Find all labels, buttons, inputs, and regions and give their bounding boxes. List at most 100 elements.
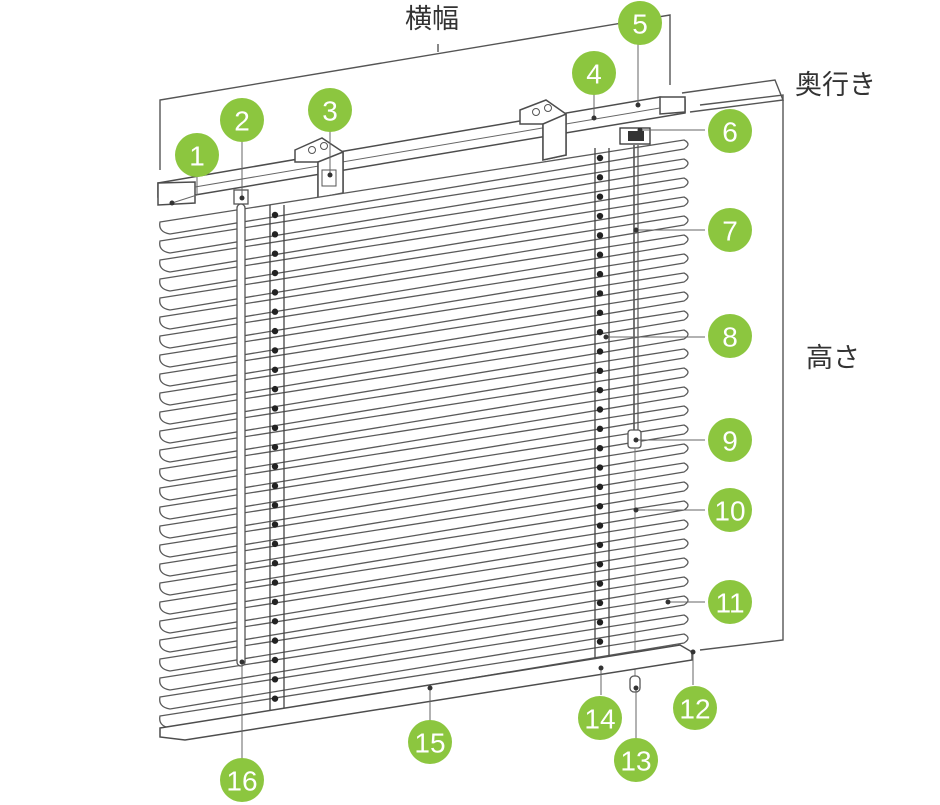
height-dimension-line bbox=[699, 94, 784, 651]
ladder-rung bbox=[271, 231, 279, 238]
ladder-rung bbox=[596, 290, 604, 297]
slat bbox=[159, 443, 689, 539]
callout-10-number: 10 bbox=[714, 496, 745, 527]
slat bbox=[159, 291, 689, 387]
slat bbox=[159, 139, 689, 235]
ladder-rung bbox=[596, 212, 604, 220]
ladder-rung bbox=[271, 676, 279, 683]
ladder-rung bbox=[596, 464, 604, 471]
ladder-rung bbox=[596, 444, 604, 452]
ladder-cord-right bbox=[594, 148, 610, 665]
callout-11-number: 11 bbox=[715, 588, 744, 619]
callout-16-number: 16 bbox=[226, 766, 257, 797]
ladder-cords bbox=[269, 148, 610, 722]
ladder-rung bbox=[596, 309, 604, 316]
callout-14: 14 bbox=[578, 696, 622, 740]
slat bbox=[159, 234, 689, 330]
callout-16: 16 bbox=[220, 758, 264, 802]
ladder-rung bbox=[596, 174, 604, 181]
callout-6-number: 6 bbox=[722, 117, 738, 148]
callout-9-number: 9 bbox=[722, 426, 738, 457]
height-label: 高さ bbox=[806, 343, 860, 374]
ladder-rung bbox=[271, 327, 279, 335]
callout-6: 6 bbox=[708, 109, 752, 153]
ladder-rung bbox=[271, 521, 279, 528]
ladder-rung bbox=[271, 347, 279, 354]
slat bbox=[159, 595, 689, 691]
ladder-rung bbox=[271, 405, 279, 412]
slat bbox=[159, 519, 689, 615]
ladder-rung bbox=[271, 579, 279, 586]
ladder-rung bbox=[271, 598, 279, 606]
ladder-rung bbox=[596, 270, 604, 278]
ladder-rung bbox=[271, 269, 279, 277]
ladder-rung bbox=[596, 619, 604, 626]
slat bbox=[159, 614, 689, 710]
ladder-rung bbox=[596, 232, 604, 239]
slat bbox=[159, 424, 689, 520]
ladder-rung bbox=[271, 560, 279, 567]
slat bbox=[159, 633, 689, 729]
callout-4: 4 bbox=[572, 51, 616, 95]
ladder-rung bbox=[596, 599, 604, 607]
ladder-rung bbox=[596, 406, 604, 413]
depth-label: 奥行き bbox=[795, 70, 876, 101]
slat bbox=[159, 215, 689, 311]
ladder-rung bbox=[596, 154, 604, 162]
slat bbox=[159, 481, 689, 577]
ladder-cord-left bbox=[269, 205, 285, 722]
callout-15-number: 15 bbox=[414, 728, 445, 759]
ladder-rung bbox=[596, 580, 604, 587]
callout-5-number: 5 bbox=[632, 9, 648, 40]
callout-10: 10 bbox=[708, 488, 752, 532]
ladder-rung bbox=[596, 638, 604, 645]
ladder-rung bbox=[596, 503, 604, 510]
callout-8: 8 bbox=[708, 314, 752, 358]
ladder-rung bbox=[271, 695, 279, 702]
slat bbox=[159, 576, 689, 672]
slat bbox=[159, 272, 689, 368]
lift-cord-assembly bbox=[619, 127, 651, 693]
callout-14-number: 14 bbox=[584, 704, 615, 735]
slat bbox=[159, 253, 689, 349]
mounting-bracket-right bbox=[519, 99, 567, 161]
callout-12: 12 bbox=[673, 686, 717, 730]
callout-5: 5 bbox=[618, 1, 662, 45]
ladder-rung bbox=[271, 385, 279, 393]
callout-13: 13 bbox=[614, 738, 658, 782]
slat bbox=[159, 386, 689, 482]
ladder-rung bbox=[596, 541, 604, 549]
width-dimension-bracket bbox=[159, 14, 671, 170]
slat bbox=[159, 310, 689, 406]
ladder-rung bbox=[271, 637, 279, 644]
callout-7: 7 bbox=[708, 208, 752, 252]
callout-2-number: 2 bbox=[234, 106, 250, 137]
slat bbox=[159, 329, 689, 425]
ladder-rung bbox=[271, 618, 279, 625]
slat bbox=[159, 462, 689, 558]
width-label: 横幅 bbox=[405, 4, 459, 35]
ladder-rung bbox=[271, 540, 279, 548]
callout-9: 9 bbox=[708, 418, 752, 462]
slat bbox=[159, 557, 689, 653]
ladder-rung bbox=[596, 483, 604, 491]
callout-7-number: 7 bbox=[722, 216, 738, 247]
ladder-rung bbox=[596, 367, 604, 375]
callout-3-number: 3 bbox=[322, 96, 338, 127]
slat bbox=[159, 177, 689, 273]
ladder-rung bbox=[271, 308, 279, 315]
slat bbox=[159, 538, 689, 634]
callout-badges: 1 2 3 4 5 6 7 8 9 10 11 12 13 14 15 16 bbox=[175, 1, 752, 802]
ladder-rung bbox=[596, 561, 604, 568]
callout-8-number: 8 bbox=[722, 322, 738, 353]
ladder-rung bbox=[271, 211, 279, 219]
ladder-rung bbox=[271, 501, 279, 509]
callout-1: 1 bbox=[175, 133, 219, 177]
slat bbox=[159, 367, 689, 463]
callout-12-number: 12 bbox=[679, 694, 710, 725]
ladder-rung bbox=[271, 250, 279, 257]
slat bbox=[159, 348, 689, 444]
ladder-rung bbox=[271, 289, 279, 296]
tilt-wand bbox=[233, 189, 249, 667]
ladder-rung bbox=[596, 386, 604, 394]
